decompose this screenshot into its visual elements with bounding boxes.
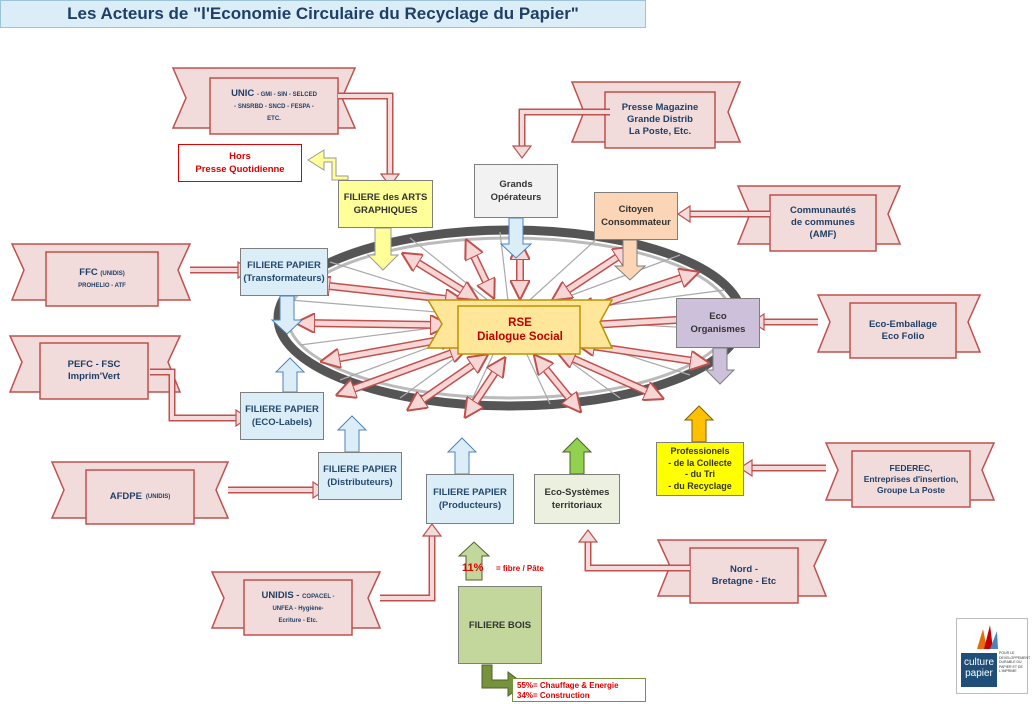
ribbon-unic-sub1: - GMI - SIN - SELCED [256,91,317,98]
box-eco-sys-line-1: Eco-Systèmes [544,487,610,498]
ribbon-pefc-line-2: Imprim'Vert [68,371,120,382]
box-filiere-producteurs: FILIERE PAPIER (Producteurs) [426,474,514,524]
box-hors-line-1: Hors [229,151,251,162]
ribbon-nord-line-2: Bretagne - Etc [711,576,777,587]
fibre-label: = fibre / Pâte [496,564,544,573]
ribbon-unic-sub2: - SNSRBD - SNCD - FESPA - [234,103,314,110]
ribbon-emb-line-2: Eco Folio [881,331,925,342]
ribbon-afdpe-main: AFDPE [109,491,142,502]
box-filiere-transformateurs: FILIERE PAPIER (Transformateurs) [240,248,328,296]
box-eco-organismes: Eco Organismes [676,298,760,348]
ribbon-unidis-sub2: Ecriture - Etc. [278,617,318,624]
ribbon-ffc-small: (UNIDIS) [100,270,125,277]
box-pro-line-2: - de la Collecte [668,457,732,468]
page-title: Les Acteurs de "l'Economie Circulaire du… [0,0,646,28]
ribbon-afdpe-small: (UNIDIS) [145,494,171,500]
ribbon-emb-line-1: Eco-Emballage [868,319,938,330]
box-filiere-eco-labels: FILIERE PAPIER (ECO-Labels) [240,392,324,440]
box-grands-line-2: Opérateurs [490,192,542,203]
box-grands-operateurs: Grands Opérateurs [474,164,558,218]
ribbon-pefc: PEFC - FSC Imprim'Vert [42,347,146,395]
box-filiere-bois: FILIERE BOIS [458,586,542,664]
ribbon-fed-line-1: FEDEREC, [889,462,933,473]
box-eco-sys-line-2: territoriaux [551,500,603,511]
center-line-2: Dialogue Social [477,331,563,343]
fibre-percent: 11% [462,562,484,574]
box-pro-line-3: - du Tri [685,469,715,479]
ribbon-federec: FEDEREC, Entreprises d'insertion, Groupe… [854,455,968,503]
box-citoyen-line-2: Consommateur [601,217,671,228]
box-arts-line-1: FILIERE des ARTS [343,192,428,203]
culture-papier-logo: culture papier POUR LE DEVELOPPEMENT DUR… [956,618,1031,694]
ribbon-fed-line-2: Entreprises d'insertion, [863,473,959,484]
ribbon-nord-line-1: Nord - [730,564,758,575]
box-prod-line-2: (Producteurs) [438,500,502,511]
box-pro-line-4: - du Recyclage [668,480,732,491]
ribbon-com-line-2: de communes [791,217,855,228]
ribbon-fed-line-3: Groupe La Poste [876,484,945,495]
box-distrib-line-2: (Distributeurs) [327,477,393,488]
center-banner [426,299,614,355]
logo-tagline: POUR LE DEVELOPPEMENT DURABLE DU PAPIER … [999,651,1031,673]
ribbon-presse-line-2: Grande Distrib [627,114,693,125]
box-eco-systemes: Eco-Systèmes territoriaux [534,474,620,524]
ribbon-unidis: UNIDIS - COPACEL - UNFEA - Hygiène- Ecri… [246,584,350,632]
bois-energie: 55%= Chauffage & Energie [517,681,619,690]
ribbon-eco-emballage: Eco-Emballage Eco Folio [852,307,954,355]
ribbon-presse: Presse Magazine Grande Distrib La Poste,… [607,96,713,144]
logo-line-2: papier [965,668,993,679]
logo-mark-icon [977,625,998,649]
box-arrows [270,149,736,697]
box-professionels: Professionels - de la Collecte - du Tri … [656,442,744,496]
logo-text-block: culture papier [961,653,997,687]
box-labels-line-2: (ECO-Labels) [251,417,313,428]
ribbon-nord: Nord - Bretagne - Etc [692,552,796,600]
box-hors-presse: Hors Presse Quotidienne [178,144,302,182]
logo-line-1: culture [963,657,994,668]
box-citoyen-line-1: Citoyen [618,204,654,215]
box-distrib-line-1: FILIERE PAPIER [323,464,397,475]
ribbon-communautes: Communautés de communes (AMF) [772,199,874,247]
ribbon-ffc-sub: PROHELIO - ATF [78,282,126,289]
ribbon-unidis-sub1: UNFEA - Hygiène- [272,605,324,612]
ribbon-ffc-main: FFC [79,266,98,278]
ribbon-presse-line-1: Presse Magazine [621,102,699,113]
ribbon-com-line-1: Communautés [790,205,856,216]
box-eco-org-line-1: Eco [709,311,727,322]
connector-arrows-fill [150,94,826,600]
ribbon-pefc-line-1: PEFC - FSC [67,359,121,370]
center-line-1: RSE [508,317,532,329]
box-filiere-distributeurs: FILIERE PAPIER (Distributeurs) [318,452,402,500]
box-eco-org-line-2: Organismes [690,324,746,335]
ribbon-unic-main: UNIC [231,87,255,99]
box-transfo-line-2: (Transformateurs) [243,273,325,284]
box-grands-line-1: Grands [499,179,533,190]
box-arts-line-2: GRAPHIQUES [353,205,418,216]
ribbon-unidis-main: UNIDIS - [261,589,300,601]
center-label: RSE Dialogue Social [460,310,580,350]
box-arts-graphiques: FILIERE des ARTS GRAPHIQUES [338,180,433,228]
bois-usage-box: 55%= Chauffage & Energie 34%= Constructi… [512,678,646,702]
bois-construction: 34%= Construction [517,691,590,700]
ribbon-ffc: FFC (UNIDIS) PROHELIO - ATF [48,256,156,302]
ribbon-presse-line-3: La Poste, Etc. [628,126,692,137]
box-prod-line-1: FILIERE PAPIER [433,487,507,498]
box-transfo-line-1: FILIERE PAPIER [247,260,321,271]
box-pro-line-1: Professionels [670,446,730,456]
box-labels-line-1: FILIERE PAPIER [245,404,319,415]
box-citoyen: Citoyen Consommateur [594,192,678,240]
ribbon-unic-sub3: ETC. [267,115,281,122]
ribbon-unidis-small: COPACEL - [302,593,335,600]
ribbon-unic: UNIC - GMI - SIN - SELCED - SNSRBD - SNC… [212,82,336,130]
ribbon-afdpe: AFDPE (UNIDIS) [88,474,192,520]
ribbon-com-line-3: (AMF) [809,229,837,240]
box-bois-label: FILIERE BOIS [468,619,532,631]
box-hors-line-2: Presse Quotidienne [195,164,285,175]
